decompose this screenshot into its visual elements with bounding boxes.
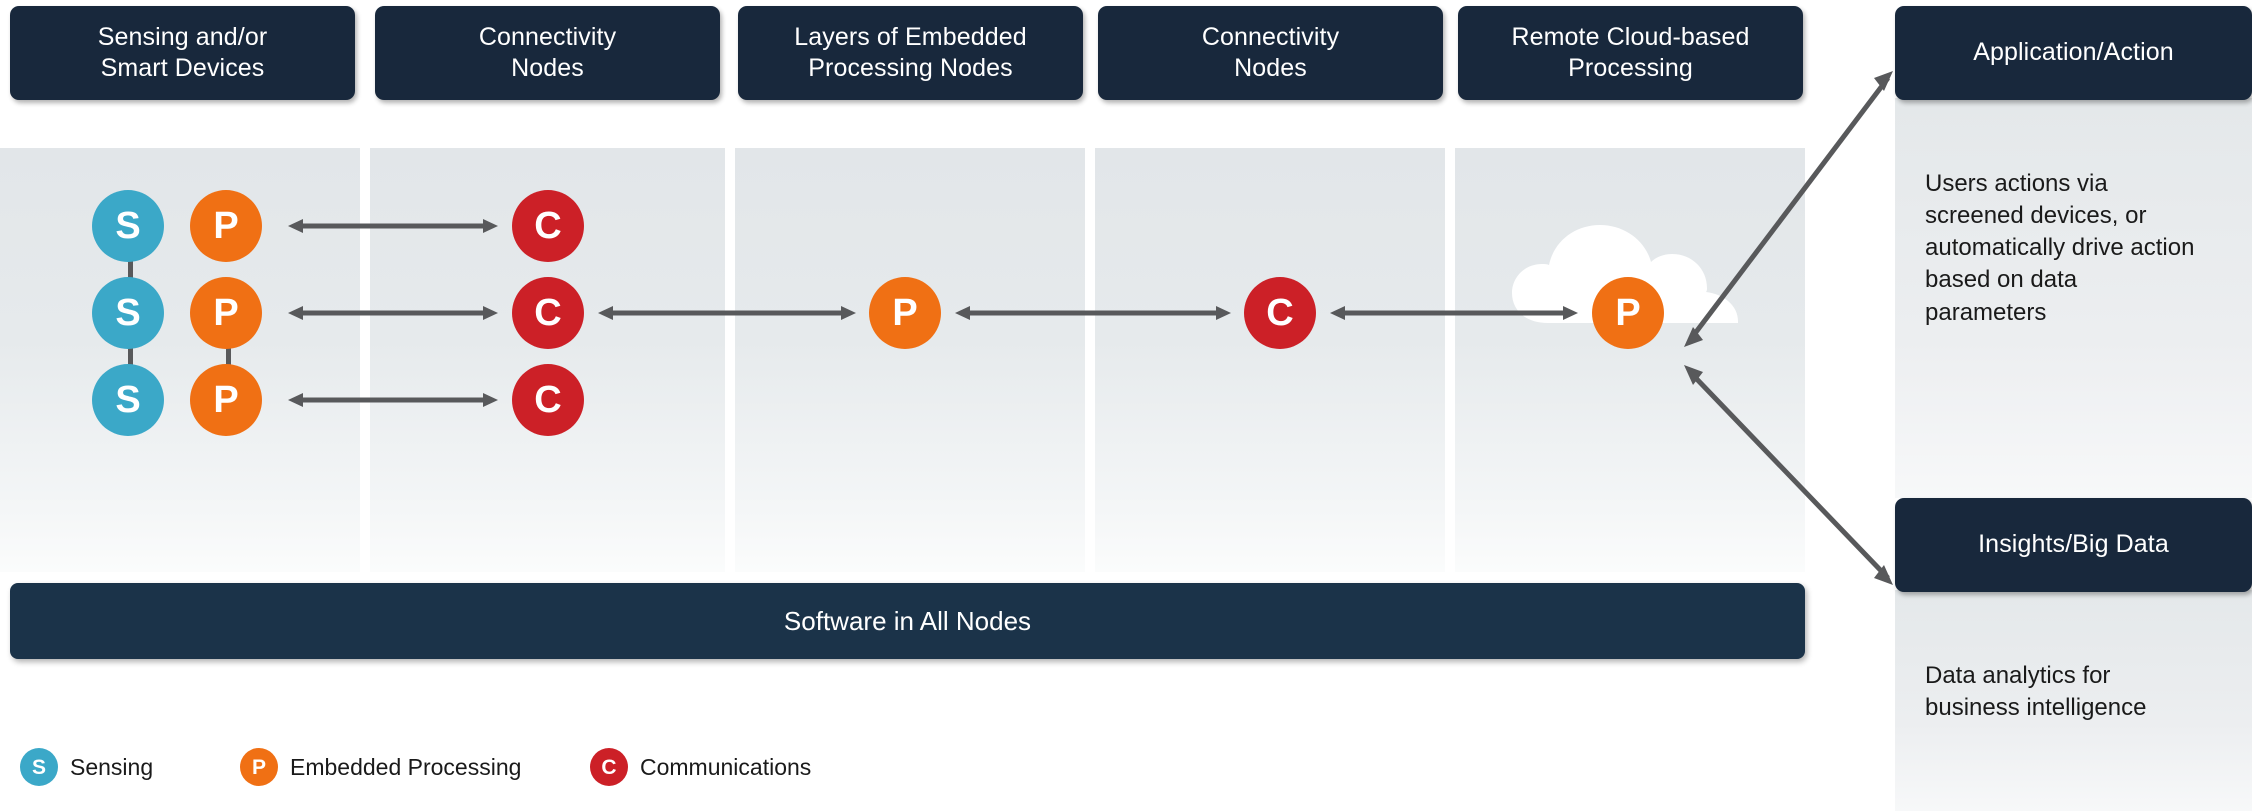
node-connectivity2-row2[interactable]: C [1244, 277, 1316, 349]
node-connectivity1-row1[interactable]: C [512, 190, 584, 262]
column-header-embedded-processing[interactable]: Layers of Embedded Processing Nodes [738, 6, 1083, 100]
arrow-connectivity2-to-cloud [1330, 300, 1578, 326]
panel-text-insights-big-data: Data analytics for business intelligence [1925, 662, 2147, 722]
column-header-line1: Connectivity [1201, 22, 1340, 51]
panel-header-label: Application/Action [1973, 38, 2174, 67]
node-embedded-processing-row2[interactable]: P [869, 277, 941, 349]
panel-text-application-action: Users actions via screened devices, or a… [1925, 170, 2195, 326]
panel-header-insights-big-data[interactable]: Insights/Big Data [1895, 498, 2252, 592]
node-sensing-row2[interactable]: S [92, 277, 164, 349]
node-sensing-row3[interactable]: S [92, 364, 164, 436]
column-strip-connectivity-nodes-2 [1095, 148, 1445, 572]
panel-header-label: Insights/Big Data [1978, 530, 2169, 559]
legend-item-embedded-processing[interactable]: P Embedded Processing [240, 748, 521, 786]
software-bar-label: Software in All Nodes [783, 605, 1032, 636]
node-device-processing-row2[interactable]: P [190, 277, 262, 349]
legend-item-sensing[interactable]: S Sensing [20, 748, 153, 786]
node-cloud-processing-row2[interactable]: P [1592, 277, 1664, 349]
column-header-line2: Nodes [511, 54, 584, 82]
legend-embedded-processing-icon: P [240, 748, 278, 786]
column-header-connectivity-nodes-1[interactable]: Connectivity Nodes [375, 6, 720, 100]
panel-body-insights-big-data [1895, 590, 2252, 811]
arrow-device-to-connectivity-row2 [288, 300, 498, 326]
column-header-remote-cloud[interactable]: Remote Cloud-based Processing [1458, 6, 1803, 100]
column-header-line2: Processing Nodes [808, 54, 1013, 82]
column-header-line2: Smart Devices [100, 54, 265, 82]
column-header-line1: Remote Cloud-based [1511, 22, 1750, 51]
column-strip-sensing-devices [0, 148, 360, 572]
panel-header-application-action[interactable]: Application/Action [1895, 6, 2252, 100]
arrow-device-to-connectivity-row3 [288, 387, 498, 413]
legend-embedded-processing-label: Embedded Processing [290, 753, 522, 780]
node-connectivity1-row3[interactable]: C [512, 364, 584, 436]
arrow-connectivity1-to-embedded [598, 300, 856, 326]
legend-sensing-label: Sensing [70, 753, 154, 780]
arrow-device-to-connectivity-row1 [288, 213, 498, 239]
legend-communications-icon: C [590, 748, 628, 786]
column-header-connectivity-nodes-2[interactable]: Connectivity Nodes [1098, 6, 1443, 100]
legend-communications-label: Communications [640, 753, 812, 780]
cloud-icon [1510, 205, 1740, 325]
legend-sensing-icon: S [20, 748, 58, 786]
column-header-line1: Layers of Embedded [794, 22, 1027, 51]
node-device-processing-row3[interactable]: P [190, 364, 262, 436]
node-sensing-row1[interactable]: S [92, 190, 164, 262]
column-header-line2: Nodes [1234, 54, 1307, 82]
column-header-line1: Connectivity [478, 22, 617, 51]
panel-body-application-action [1895, 98, 2252, 498]
column-header-line2: Processing [1568, 54, 1693, 82]
column-header-sensing-devices[interactable]: Sensing and/or Smart Devices [10, 6, 355, 100]
node-device-processing-row1[interactable]: P [190, 190, 262, 262]
arrow-embedded-to-connectivity2 [955, 300, 1231, 326]
software-in-all-nodes-bar[interactable]: Software in All Nodes [10, 583, 1805, 659]
node-connectivity1-row2[interactable]: C [512, 277, 584, 349]
legend-item-communications[interactable]: C Communications [590, 748, 811, 786]
column-header-line1: Sensing and/or [97, 22, 268, 51]
column-strip-embedded-processing [735, 148, 1085, 572]
